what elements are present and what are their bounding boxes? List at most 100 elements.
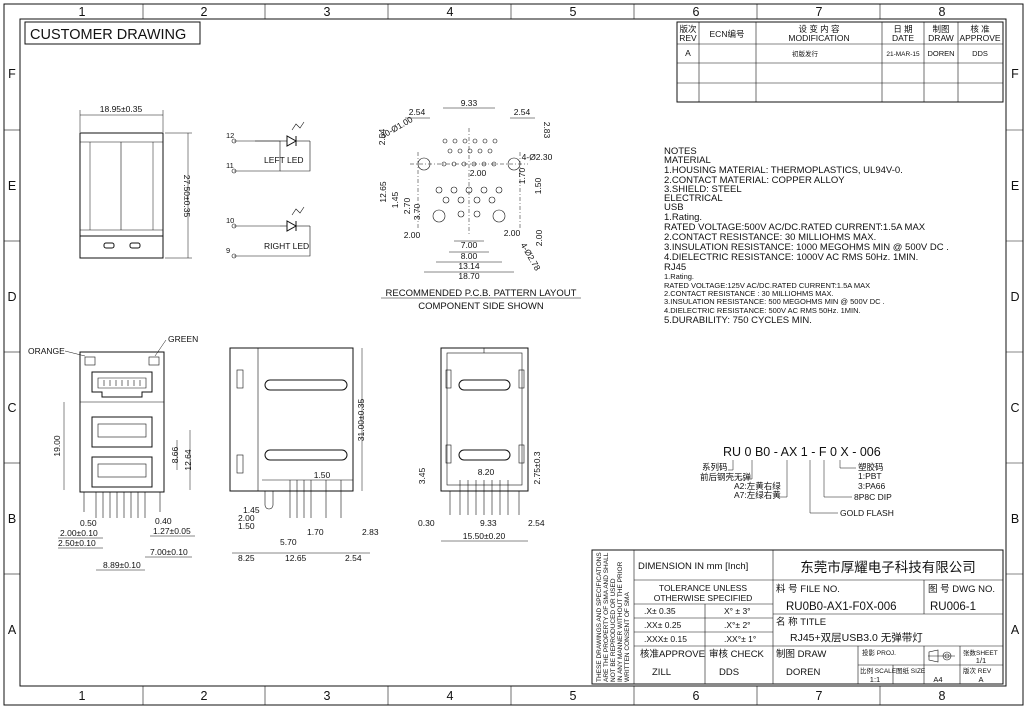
part-code-series: 系列码: [702, 462, 728, 472]
notes-line: 2.CONTACT RESISTANCE: 30 MILLIOHMS MAX.: [664, 232, 876, 243]
col-label: 2: [201, 689, 208, 703]
pcb-dim: 2.70: [402, 197, 412, 214]
row-label: E: [1011, 179, 1019, 193]
tolerance-linear: .XXX± 0.15: [644, 634, 687, 644]
side-dim: 1.50: [238, 521, 255, 531]
revision-table: 版次 REV ECN编号 设 变 内 容 MODIFICATION 日 期 DA…: [676, 21, 1004, 103]
pcb-dim: 12.65: [378, 181, 388, 203]
notes-heading: NOTES: [664, 146, 697, 157]
pcb-dim: 2.54: [377, 128, 387, 145]
row-label: F: [1011, 67, 1019, 81]
top-view-width: 18.95±0.35: [100, 104, 143, 114]
pcb-dim: 9.33: [461, 98, 478, 108]
part-code-front: 前后钢壳无弹: [700, 472, 752, 482]
right-led-label: RIGHT LED: [264, 241, 309, 251]
row-label: E: [8, 179, 16, 193]
front-dim: 1.27±0.05: [153, 526, 191, 536]
pcb-dim: 8.00: [461, 251, 478, 261]
tolerance-linear: .X± 0.35: [644, 606, 676, 616]
rev-header-en: REV: [679, 33, 697, 43]
col-label: 4: [447, 689, 454, 703]
row-label: B: [8, 512, 16, 526]
pcb-dim: 2.54: [514, 107, 531, 117]
notes-line: 1.HOUSING MATERIAL: THERMOPLASTICS, UL94…: [664, 165, 903, 176]
notes-line: 2.CONTACT MATERIAL: COPPER ALLOY: [664, 175, 845, 186]
right-led-pin-9: 9: [226, 246, 230, 255]
notes-line: 3.SHIELD: STEEL: [664, 184, 742, 195]
size-label: 图纸 SIZE: [896, 666, 926, 675]
row-label: D: [1010, 290, 1019, 304]
pcb-dim: 1.45: [390, 191, 400, 208]
col-label: 8: [939, 5, 946, 19]
pcb-dim: 7.00: [461, 240, 478, 250]
proj-label: 投影 PROJ.: [862, 648, 896, 657]
rev-label: 版次 REV: [963, 666, 992, 675]
frame-column-labels-bottom: 1 2 3 4 5 6 7 8: [79, 689, 946, 703]
rear-dim: 9.33: [480, 518, 497, 528]
top-view-height: 27.50±0.35: [182, 175, 192, 218]
side-dim: 31.00±0.35: [356, 398, 366, 441]
side-dim: 12.65: [285, 553, 307, 563]
scale-value: 1:1: [870, 675, 880, 684]
modification-cell: 初版发行: [792, 49, 819, 58]
orange-led-label: ORANGE: [28, 346, 65, 356]
tolerance-angular: .X°± 2°: [724, 620, 751, 630]
side-view: 31.00±0.35 1.50 1.45 2.00 1.50 5.70 1.70…: [229, 347, 379, 563]
left-led-pin-12: 12: [226, 131, 234, 140]
sheet-value: 1/1: [976, 656, 986, 665]
row-label: B: [1011, 512, 1019, 526]
title-box: [24, 21, 201, 45]
tolerance-title-2: OTHERWISE SPECIFIED: [654, 593, 753, 603]
col-label: 3: [324, 5, 331, 19]
svg-text:IN ANY MANNER WITHOUT THE PRIO: IN ANY MANNER WITHOUT THE PRIOR: [617, 561, 624, 682]
part-code-gold: GOLD FLASH: [840, 508, 894, 518]
pcb-dim: 2.83: [542, 122, 552, 139]
rear-dim: 2.54: [528, 518, 545, 528]
part-code-pbt: 1:PBT: [858, 471, 882, 481]
pcb-dim: 13.14: [458, 261, 480, 271]
col-label: 7: [816, 689, 823, 703]
pcb-caption-2: COMPONENT SIDE SHOWN: [418, 301, 544, 312]
file-no-label: 料 号 FILE NO.: [776, 583, 840, 595]
notes-line: USB: [664, 202, 684, 213]
side-dim: 2.83: [362, 527, 379, 537]
title-label: 名 称 TITLE: [776, 616, 826, 628]
company-name: 东莞市厚耀电子科技有限公司: [800, 559, 976, 575]
sheet-label: 张数SHEET: [963, 648, 998, 657]
side-dim: 8.25: [238, 553, 255, 563]
page-title: CUSTOMER DRAWING: [30, 27, 186, 43]
row-label: A: [8, 623, 17, 637]
notes-line: 4.DIELECTRIC RESISTANCE: 500V AC RMS 50H…: [664, 306, 861, 315]
frame-row-labels-left: F E D C B A: [7, 67, 16, 637]
col-label: 6: [693, 689, 700, 703]
front-dim: 2.00±0.10: [60, 528, 98, 538]
front-dim: 8.66: [170, 446, 180, 463]
tolerance-linear: .XX± 0.25: [644, 620, 682, 630]
front-dim: 0.50: [80, 518, 97, 528]
approve-header-en: APPROVE: [959, 33, 1000, 43]
col-label: 1: [79, 5, 86, 19]
svg-text:NOT BE REPRODUCED OR USED: NOT BE REPRODUCED OR USED: [610, 578, 617, 682]
pcb-dim: 2.00: [534, 229, 544, 246]
part-code-a2: A2:左黄右绿: [734, 481, 781, 491]
col-label: 1: [79, 689, 86, 703]
rear-dim: 8.20: [478, 467, 495, 477]
rev-cell: A: [685, 48, 691, 58]
part-code-plastic: 塑胶码: [858, 462, 884, 472]
col-label: 6: [693, 5, 700, 19]
notes-line: 3.INSULATION RESISTANCE: 500 MEGOHMS MIN…: [664, 297, 885, 306]
front-dim: 19.00: [52, 435, 62, 457]
size-value: A4: [933, 675, 942, 684]
side-dim: 1.50: [314, 470, 331, 480]
row-label: D: [7, 290, 16, 304]
notes-line: 2.CONTACT RESISTANCE : 30 MILLIOHMS MAX.: [664, 289, 834, 298]
col-label: 5: [570, 689, 577, 703]
draw-value: DOREN: [786, 667, 820, 678]
left-led-label: LEFT LED: [264, 155, 304, 165]
check-value: DDS: [719, 667, 739, 678]
rear-dim: 3.45: [417, 467, 427, 484]
side-dim: 2.54: [345, 553, 362, 563]
pcb-dim: 1.70: [517, 167, 527, 184]
table-row: A 初版发行 21-MAR-15 DOREN DDS: [685, 48, 988, 58]
file-no-value: RU0B0-AX1-F0X-006: [786, 601, 897, 613]
